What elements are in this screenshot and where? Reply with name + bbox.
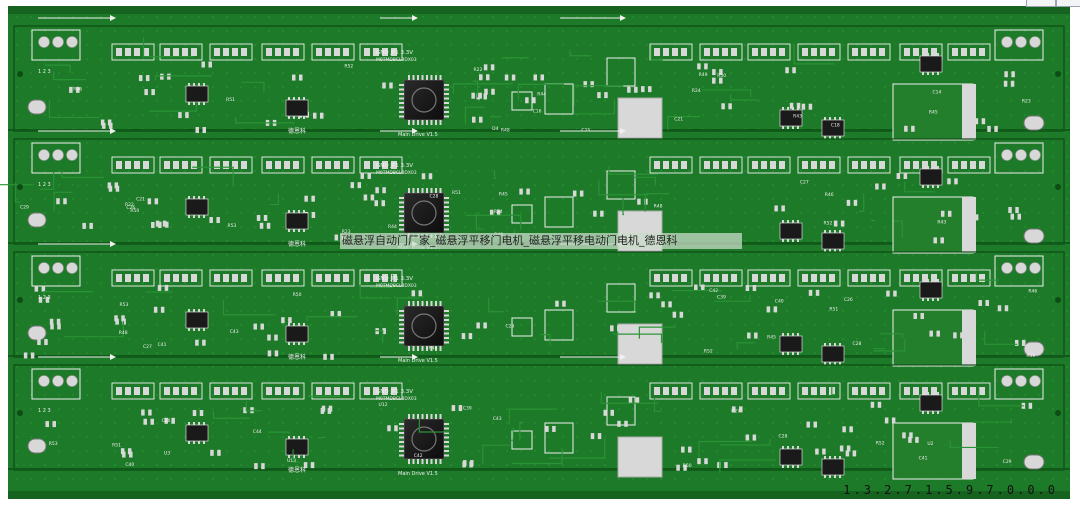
- brand-silk-label: 德恩科: [288, 353, 306, 361]
- component-designator: C29: [506, 323, 515, 329]
- window-tab-right[interactable]: [1056, 0, 1080, 7]
- component-designator: C27: [143, 344, 152, 350]
- component-designator: R52: [823, 221, 832, 227]
- component-designator: C39: [717, 294, 726, 300]
- component-designator: R52: [876, 441, 885, 447]
- window-tab-left[interactable]: [1026, 0, 1056, 7]
- component-designator: C27: [731, 409, 740, 415]
- component-designator: R23: [1022, 99, 1031, 105]
- component-designator: C21: [136, 197, 145, 203]
- chip-part-label: M0TMDBCL8DX03: [376, 57, 417, 63]
- component-designator: R46: [73, 86, 82, 92]
- component-designator: C26: [844, 297, 853, 303]
- component-designator: C26: [162, 418, 171, 424]
- component-designator: R52: [344, 63, 353, 69]
- component-designator: U13: [287, 458, 296, 464]
- component-designator: R44: [537, 91, 546, 97]
- brand-silk-label: 德恩科: [288, 127, 306, 135]
- component-designator: R48: [654, 203, 663, 209]
- component-designator: C28: [853, 341, 862, 347]
- component-designator: R53: [49, 441, 58, 447]
- component-designator: R53: [227, 223, 236, 229]
- component-designator: C16: [533, 108, 542, 114]
- power-pin-labels: GND JP1 3.3V: [376, 163, 413, 169]
- brand-silk-label: 德恩科: [288, 466, 306, 474]
- component-designator: C39: [463, 405, 472, 411]
- component-designator: R51: [829, 306, 838, 312]
- component-designator: C43: [230, 329, 239, 335]
- component-designator: R48: [119, 330, 128, 336]
- component-designator: R52: [704, 349, 713, 355]
- component-designator: C29: [1003, 459, 1012, 465]
- component-designator: R45: [767, 335, 776, 341]
- serial-number: 1.3.2.7.1.5.9.7.0.0.0: [843, 483, 1058, 497]
- component-designator: C29: [20, 205, 29, 211]
- component-designator: C43: [493, 416, 502, 422]
- component-designator: R49: [1026, 353, 1035, 359]
- component-designator: R50: [130, 208, 139, 214]
- component-designator: C18: [831, 122, 840, 128]
- component-designator: R24: [692, 88, 701, 94]
- component-designator: R22: [125, 202, 134, 208]
- component-designator: R46: [1028, 288, 1037, 294]
- component-designator: R50: [717, 73, 726, 79]
- component-designator: R22: [473, 67, 482, 73]
- component-designator: C15: [581, 127, 590, 133]
- component-designator: R23: [342, 229, 351, 235]
- board-version-label: Main Drive V1.5: [398, 471, 438, 477]
- component-designator: U3: [164, 451, 170, 457]
- connector-pin-numbers: 1 2 3: [38, 408, 51, 414]
- component-designator: R51: [112, 442, 121, 448]
- component-designator: C27: [800, 179, 809, 185]
- component-designator: C40: [775, 299, 784, 305]
- component-designator: R44: [388, 224, 397, 230]
- board-version-label: Main Drive V1.5: [398, 132, 438, 138]
- component-designator: R49: [699, 72, 708, 78]
- connector-pin-numbers: 1 2 3: [38, 295, 51, 301]
- chip-part-label: M0TMDBCL8DX03: [376, 396, 417, 402]
- component-designator: R43: [937, 219, 946, 225]
- component-designator: C41: [158, 342, 167, 348]
- component-designator: R45: [929, 110, 938, 116]
- component-designator: C28: [430, 194, 439, 200]
- watermark-text: 磁悬浮自动门厂家_磁悬浮平移门电机_磁悬浮平移电动门电机_德恩科: [340, 233, 742, 249]
- power-pin-labels: GND JP1 3.3V: [376, 276, 413, 282]
- component-designator: R50: [293, 292, 302, 298]
- component-designator: C42: [709, 288, 718, 294]
- component-designator: R48: [501, 127, 510, 133]
- component-designator: C21: [674, 117, 683, 123]
- component-designator: U12: [379, 402, 388, 408]
- connector-pin-numbers: 1 2 3: [38, 182, 51, 188]
- component-designator: R45: [499, 192, 508, 198]
- brand-silk-label: 德恩科: [288, 240, 306, 248]
- chip-part-label: M0TMDBCL8DX03: [376, 283, 417, 289]
- power-pin-labels: GND JP1 3.3V: [376, 389, 413, 395]
- connector-pin-numbers: 1 2 3: [38, 69, 51, 75]
- component-designator: C14: [933, 89, 942, 95]
- chip-part-label: M0TMDBCL8DX03: [376, 170, 417, 176]
- component-designator: C44: [253, 429, 262, 435]
- component-designator: R51: [226, 97, 235, 103]
- component-designator: R44: [428, 346, 437, 352]
- component-designator: C40: [125, 462, 134, 468]
- component-designator: U2: [927, 441, 933, 447]
- component-designator: R51: [452, 190, 461, 196]
- component-designator: D4: [492, 126, 498, 132]
- board-version-label: Main Drive V1.5: [398, 358, 438, 364]
- component-designator: R43: [793, 114, 802, 120]
- component-designator: R46: [825, 192, 834, 198]
- component-designator: C41: [919, 455, 928, 461]
- component-designator: C28: [778, 433, 787, 439]
- component-designator: R50: [683, 463, 692, 469]
- component-designator: C42: [414, 453, 423, 459]
- component-designator: R53: [120, 302, 129, 308]
- component-designator: C26: [126, 205, 135, 211]
- power-pin-labels: GND JP1 3.3V: [376, 50, 413, 56]
- component-designator: R24: [494, 209, 503, 215]
